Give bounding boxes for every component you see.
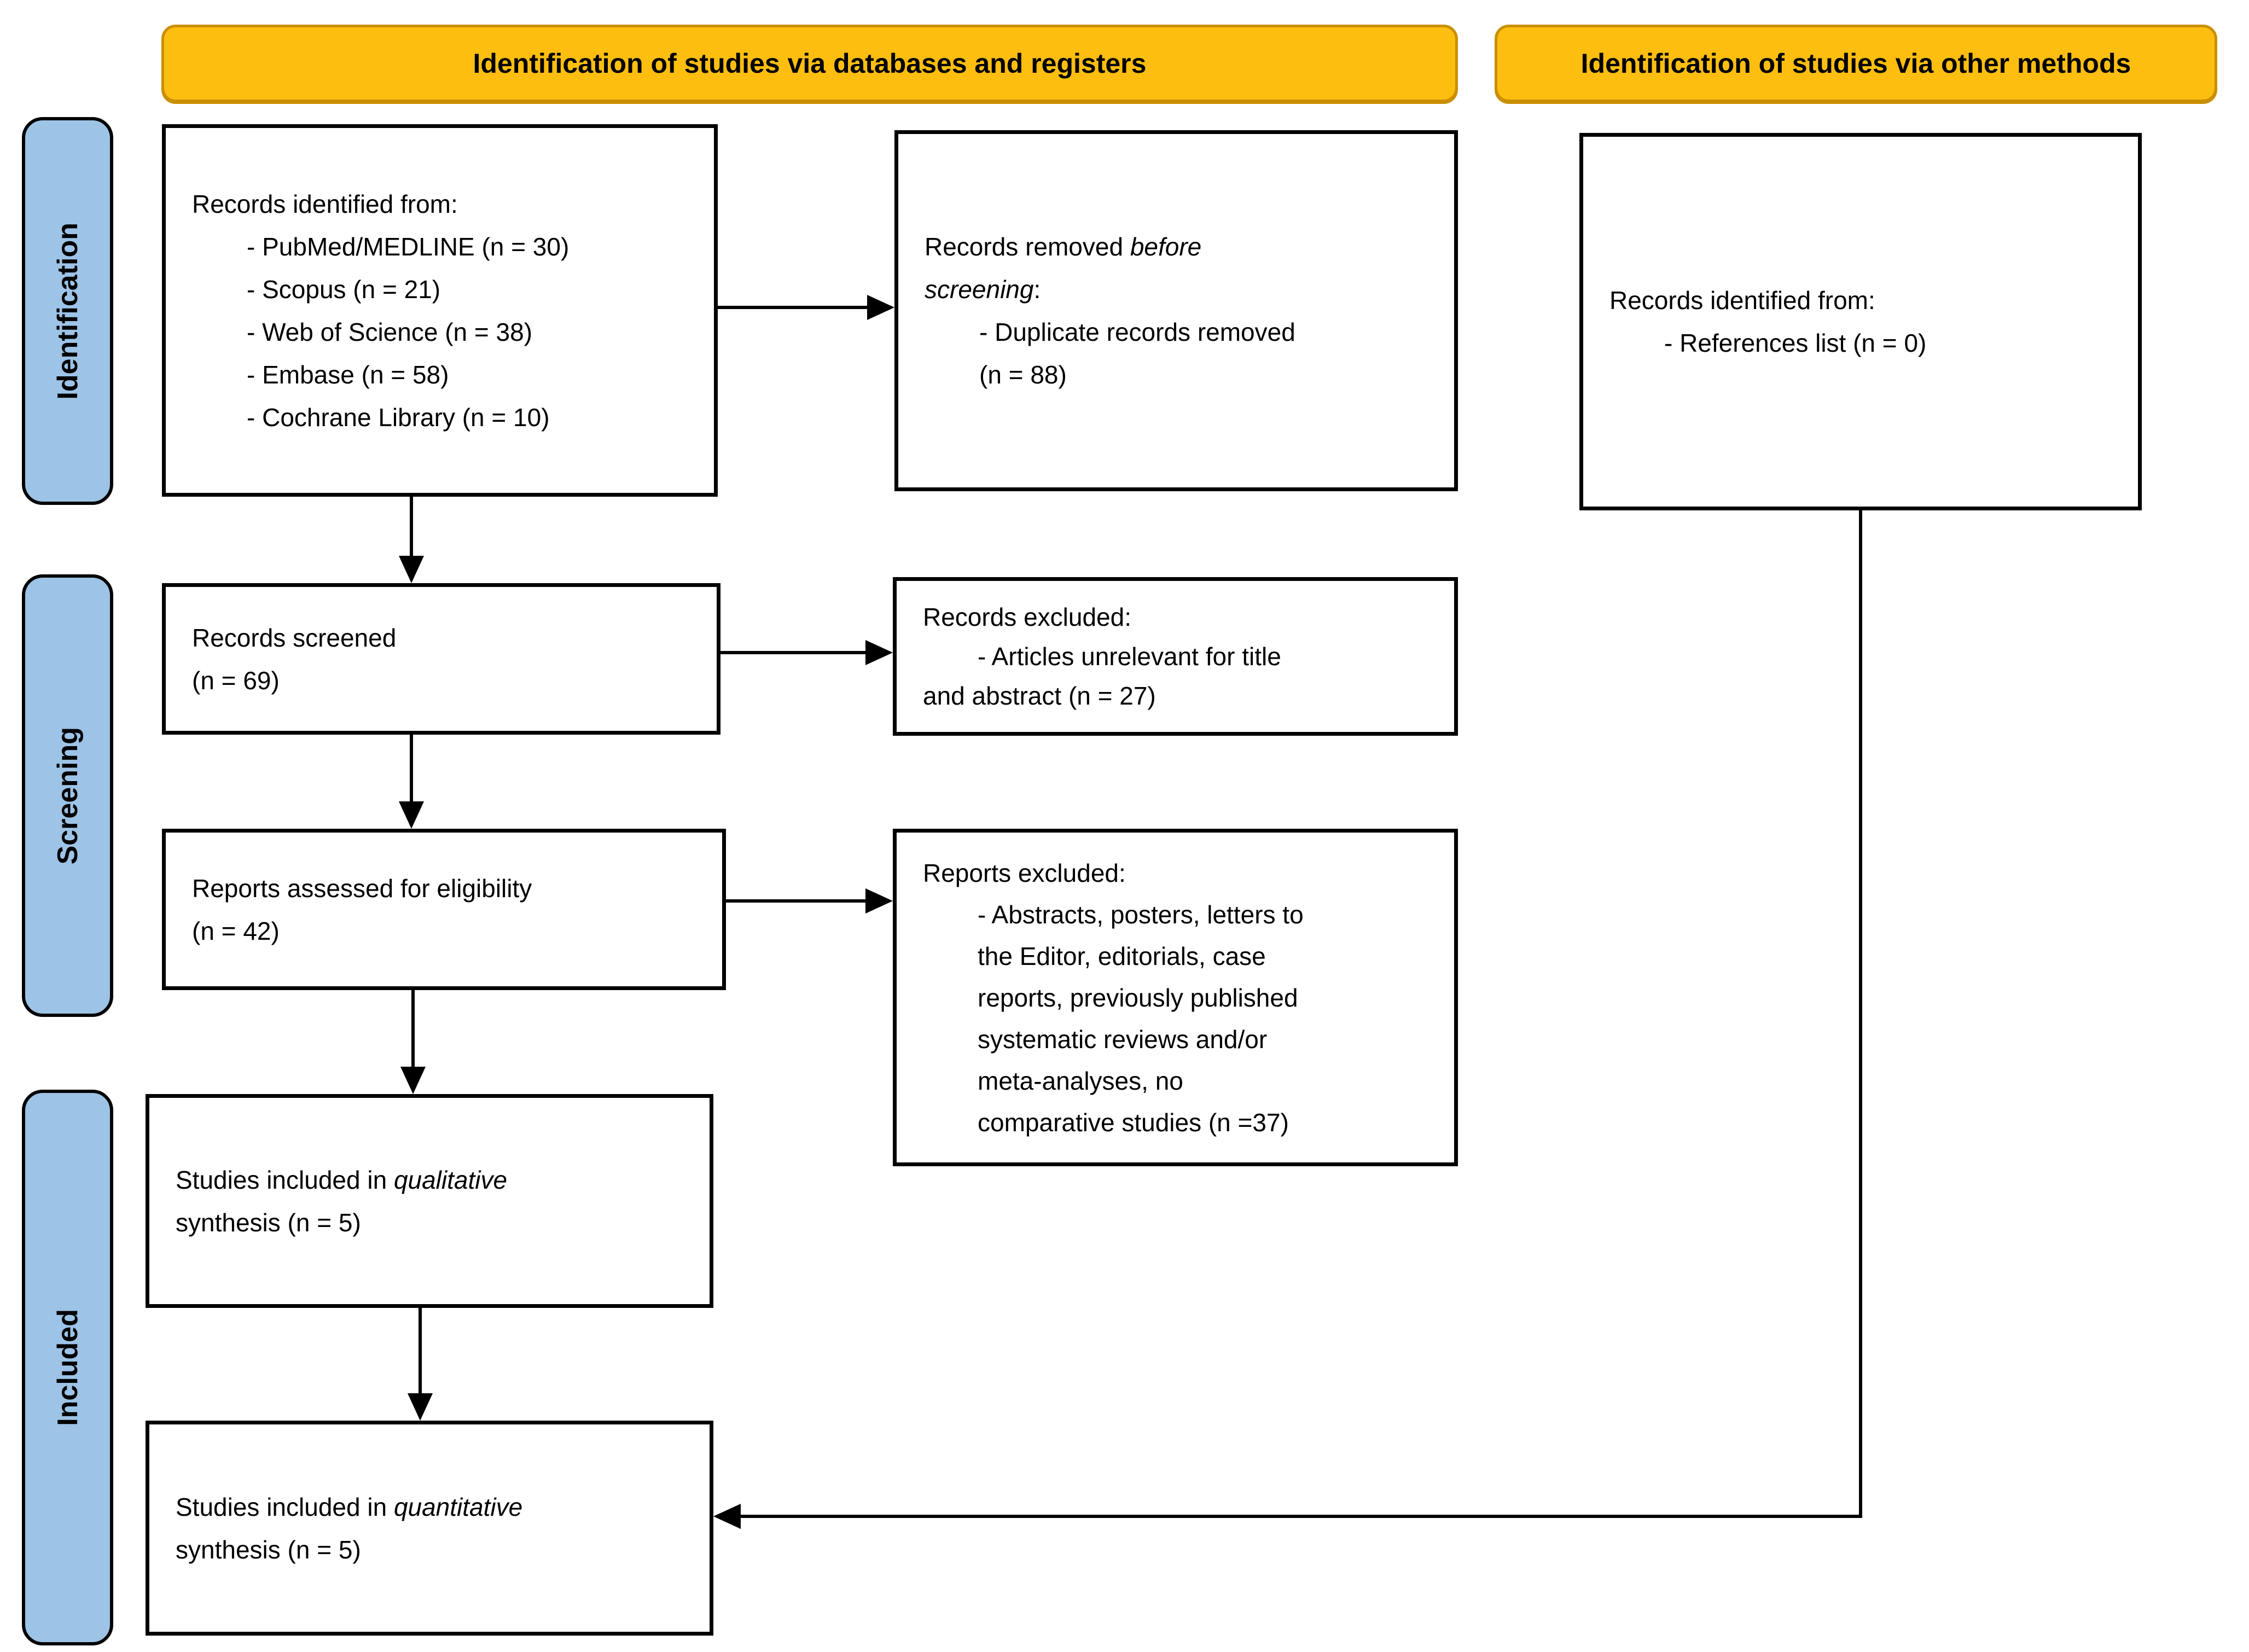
arrow-identified-to-screened-line	[410, 497, 413, 558]
box-records-identified-other: Records identified from: - References li…	[1579, 133, 2142, 510]
arrow-other-to-quantitative-vline	[1859, 510, 1862, 1518]
box-records-identified-databases: Records identified from: - PubMed/MEDLIN…	[162, 124, 718, 497]
references-list-item: - References list (n = 0)	[1664, 329, 1927, 357]
reports-excluded-line: reports, previously published	[978, 983, 1298, 1012]
reports-excluded-line: systematic reviews and/or	[978, 1025, 1268, 1054]
arrow-assessed-to-reports-excluded-head	[865, 888, 893, 914]
phase-label-screening: Screening	[22, 574, 113, 1017]
arrow-other-to-quantitative-head	[713, 1504, 741, 1529]
arrow-assessed-to-reports-excluded-line	[726, 899, 868, 903]
reports-excluded-line: meta-analyses, no	[978, 1066, 1183, 1095]
box-records-removed-title-line1: Records removed before	[925, 232, 1202, 261]
records-excluded-item-line1: - Articles unrelevant for title	[978, 642, 1281, 671]
banner-other-methods-label: Identification of studies via other meth…	[1580, 48, 2131, 79]
box-records-screened-line1: Records screened	[192, 623, 397, 652]
arrow-other-to-quantitative-hline	[739, 1515, 1862, 1518]
arrow-qualitative-to-quantitative-line	[419, 1308, 422, 1395]
arrow-assessed-to-qualitative-line	[411, 990, 415, 1069]
italic-before: before	[1130, 232, 1202, 261]
box-records-identified-other-title: Records identified from:	[1609, 286, 1875, 315]
box-reports-assessed: Reports assessed for eligibility (n = 42…	[162, 829, 726, 990]
database-item: - Embase (n = 58)	[247, 360, 449, 389]
box-quantitative-line1: Studies included in quantitative	[176, 1492, 523, 1521]
box-records-screened: Records screened (n = 69)	[162, 583, 720, 735]
arrow-screened-to-assessed-line	[410, 735, 413, 804]
box-reports-assessed-line1: Reports assessed for eligibility	[192, 874, 532, 903]
database-item: - Scopus (n = 21)	[247, 275, 441, 304]
banner-databases-registers: Identification of studies via databases …	[161, 25, 1458, 102]
box-records-removed-before-screening: Records removed before screening: - Dupl…	[894, 130, 1458, 491]
duplicate-records-item-line2: (n = 88)	[979, 360, 1067, 389]
phase-label-screening-text: Screening	[51, 726, 84, 865]
arrow-screened-to-assessed-head	[399, 801, 424, 829]
box-records-identified-databases-title: Records identified from:	[192, 189, 458, 218]
box-qualitative-line1: Studies included in qualitative	[176, 1165, 508, 1194]
database-item: - Cochrane Library (n = 10)	[247, 403, 550, 432]
arrow-screened-to-excluded-line	[720, 651, 868, 654]
box-qualitative-synthesis: Studies included in qualitative synthesi…	[146, 1094, 713, 1308]
arrow-screened-to-excluded-head	[865, 640, 893, 665]
duplicate-records-item-line1: - Duplicate records removed	[979, 318, 1295, 346]
box-records-excluded: Records excluded: - Articles unrelevant …	[893, 577, 1458, 736]
italic-qualitative: qualitative	[393, 1165, 508, 1194]
italic-screening: screening	[925, 275, 1034, 304]
database-item: - PubMed/MEDLINE (n = 30)	[247, 232, 569, 261]
database-item: - Web of Science (n = 38)	[247, 317, 533, 346]
banner-other-methods: Identification of studies via other meth…	[1495, 25, 2217, 102]
box-reports-excluded: Reports excluded: - Abstracts, posters, …	[893, 829, 1458, 1166]
reports-excluded-line: comparative studies (n =37)	[978, 1108, 1289, 1137]
italic-quantitative: quantitative	[393, 1492, 523, 1521]
arrow-identified-to-screened-head	[399, 556, 424, 583]
arrow-identified-to-removed-line	[718, 306, 871, 309]
arrow-assessed-to-qualitative-head	[400, 1067, 426, 1094]
box-records-screened-line2: (n = 69)	[192, 666, 280, 695]
box-quantitative-line2: synthesis (n = 5)	[176, 1535, 361, 1564]
box-quantitative-synthesis: Studies included in quantitative synthes…	[146, 1421, 713, 1636]
reports-excluded-line: the Editor, editorials, case	[978, 941, 1266, 970]
banner-databases-registers-label: Identification of studies via databases …	[473, 48, 1147, 79]
phase-label-included-text: Included	[51, 1309, 84, 1426]
phase-label-included: Included	[22, 1090, 113, 1645]
records-excluded-item-line2: and abstract (n = 27)	[923, 682, 1156, 710]
box-qualitative-line2: synthesis (n = 5)	[176, 1208, 361, 1237]
box-records-excluded-title: Records excluded:	[923, 603, 1131, 631]
phase-label-identification: Identification	[22, 117, 113, 505]
arrow-qualitative-to-quantitative-head	[408, 1393, 433, 1421]
reports-excluded-line: - Abstracts, posters, letters to	[978, 900, 1304, 929]
phase-label-identification-text: Identification	[51, 222, 84, 400]
box-records-removed-title-line2: screening:	[925, 275, 1041, 304]
box-reports-excluded-title: Reports excluded:	[923, 858, 1126, 887]
box-reports-assessed-line2: (n = 42)	[192, 916, 280, 945]
arrow-identified-to-removed-head	[867, 295, 894, 320]
